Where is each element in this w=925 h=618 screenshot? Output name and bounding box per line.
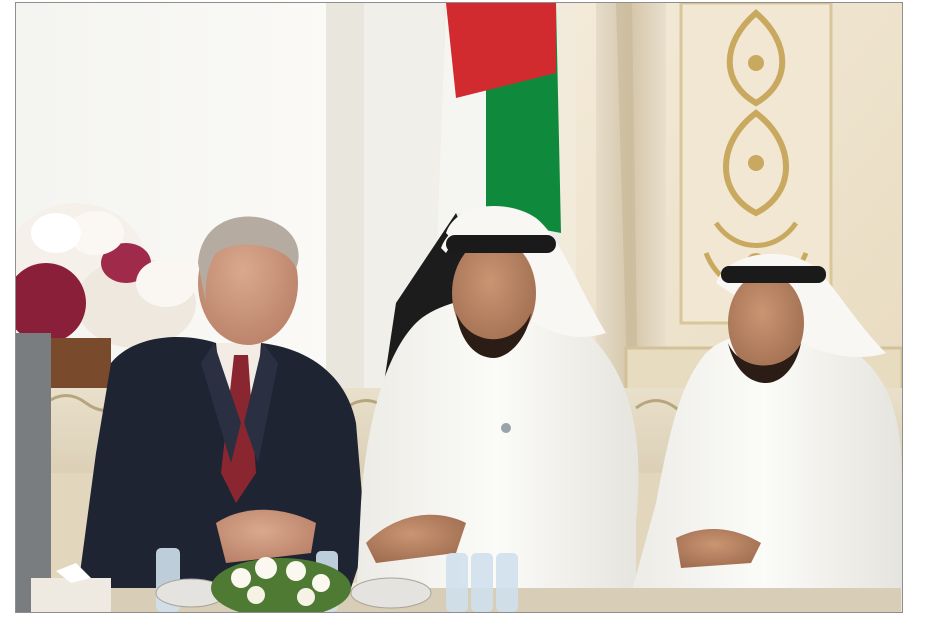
curtain-fold [616, 3, 638, 403]
man-center-white-kandura [356, 206, 639, 603]
flower-arrangement [211, 557, 351, 612]
water-bottle [471, 553, 493, 612]
tissue-box [31, 578, 111, 612]
glass-dish [350, 577, 432, 609]
window-mullion [326, 3, 364, 423]
agal-headband-right [721, 266, 826, 283]
table-items [31, 548, 901, 612]
man-right-white-kandura [626, 253, 902, 612]
man-in-suit [76, 216, 366, 603]
orchid-flowers [16, 203, 196, 348]
photo-frame [15, 2, 903, 613]
water-bottle [446, 553, 468, 612]
left-edge-person [16, 333, 51, 612]
water-bottle [496, 553, 518, 612]
agal-headband [446, 235, 556, 253]
meeting-photo [16, 3, 902, 612]
